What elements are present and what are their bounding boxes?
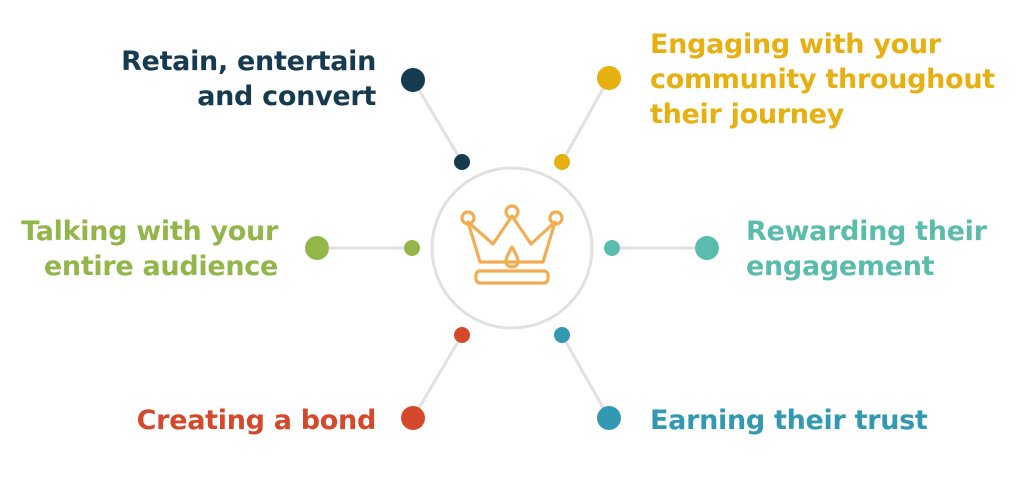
label-engaging-with-community: Engaging with your community throughout … xyxy=(650,29,995,130)
connector-dots xyxy=(305,66,719,430)
connector-line-retain xyxy=(411,79,464,163)
crown-icon xyxy=(460,204,564,285)
inner-dot-talking xyxy=(404,240,420,256)
label-creating-a-bond: Creating a bond xyxy=(136,405,377,436)
inner-dot-bond xyxy=(454,327,470,343)
connector-line-bond xyxy=(411,334,464,419)
label-rewarding-engagement: Rewarding their engagement xyxy=(746,216,987,282)
outer-dot-bond xyxy=(401,406,425,430)
inner-dot-retain xyxy=(454,154,470,170)
outer-dot-trust xyxy=(597,406,621,430)
label-retain-entertain-convert: Retain, entertain and convert xyxy=(121,46,376,112)
outer-dot-retain xyxy=(401,68,425,92)
hub-ring xyxy=(430,166,594,330)
inner-dot-trust xyxy=(554,327,570,343)
outer-dot-rewarding xyxy=(695,236,719,260)
connector-line-engaging xyxy=(560,77,611,163)
label-earning-trust: Earning their trust xyxy=(650,405,928,436)
outer-dot-engaging xyxy=(597,66,621,90)
outer-dot-talking xyxy=(305,236,329,260)
inner-dot-rewarding xyxy=(604,240,620,256)
connector-line-trust xyxy=(560,334,611,419)
connector-lines xyxy=(317,77,707,419)
inner-dot-engaging xyxy=(554,154,570,170)
label-talking-with-audience: Talking with your entire audience xyxy=(21,216,278,282)
